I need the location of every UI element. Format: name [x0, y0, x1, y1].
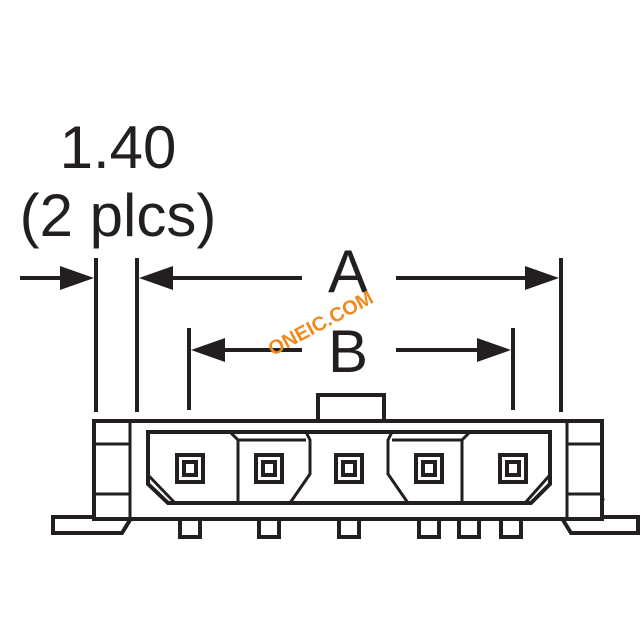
contact-cavity-2	[254, 453, 284, 484]
pin-5	[457, 517, 481, 539]
extension-lines	[94, 258, 563, 412]
latch	[316, 393, 386, 425]
dimension-a: A	[139, 238, 559, 305]
cavity-dividers	[147, 430, 551, 505]
housing-cavity	[146, 430, 552, 505]
arrow-left-icon	[191, 338, 225, 362]
contact-cavity-1	[175, 453, 205, 484]
pitch-dimension-arrows	[20, 266, 94, 290]
dimension-a-label: A	[328, 238, 368, 305]
connector-body	[51, 393, 640, 539]
contacts	[175, 453, 528, 484]
arrow-right-icon	[477, 338, 511, 362]
arrow-left-icon	[139, 266, 173, 290]
pin-4	[417, 517, 441, 539]
contact-cavity-3	[334, 453, 364, 484]
arrow-right-icon	[60, 266, 94, 290]
pitch-value-label: 1.40	[60, 114, 177, 181]
pin-6	[499, 517, 523, 539]
dimension-b: B	[191, 318, 511, 385]
pitch-count-label: (2 plcs)	[20, 182, 217, 249]
contact-cavity-5	[498, 453, 528, 484]
dimension-b-label: B	[328, 318, 368, 385]
pin-2	[257, 517, 281, 539]
pin-1	[178, 517, 202, 539]
pin-3	[337, 517, 361, 539]
pins	[178, 517, 523, 539]
arrow-right-icon	[525, 266, 559, 290]
contact-cavity-4	[414, 453, 444, 484]
